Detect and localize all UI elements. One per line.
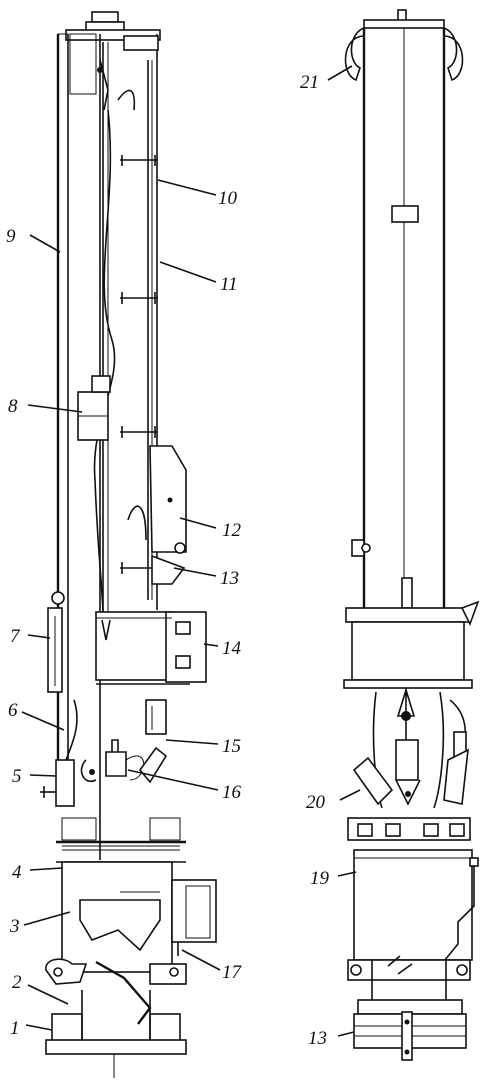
leader-lines <box>21 65 361 1037</box>
callout-4: 4 <box>12 862 22 883</box>
left-flange-4 <box>56 817 186 863</box>
callout-16: 16 <box>222 782 242 803</box>
left-rods <box>93 42 153 641</box>
left-base <box>45 958 187 1078</box>
callout-20: 20 <box>306 792 326 813</box>
right-tube <box>351 28 446 612</box>
left-lower-body <box>61 861 217 973</box>
left-side-7 <box>47 591 65 693</box>
callout-17: 17 <box>222 962 243 983</box>
callout-13-right: 13 <box>308 1028 327 1049</box>
callout-labels: 1 2 3 4 5 6 7 8 9 10 11 12 13 14 15 16 1… <box>6 72 330 1049</box>
callout-5: 5 <box>12 766 22 787</box>
left-housing-12 <box>149 445 187 585</box>
right-body <box>353 849 479 967</box>
left-clamp-block <box>77 375 111 441</box>
left-item-5-6 <box>40 699 78 807</box>
callout-12: 12 <box>222 520 242 541</box>
right-flange <box>347 817 471 841</box>
callout-19: 19 <box>310 868 330 889</box>
right-mechanism <box>352 687 469 809</box>
callout-9: 9 <box>6 226 16 247</box>
left-box-14 <box>95 611 207 685</box>
left-fittings <box>80 699 168 784</box>
right-view <box>343 9 480 1061</box>
callout-10: 10 <box>218 188 238 209</box>
callout-11: 11 <box>220 274 238 295</box>
callout-7: 7 <box>10 626 21 647</box>
callout-3: 3 <box>9 916 20 937</box>
left-bulges <box>117 89 147 541</box>
callout-13-left: 13 <box>220 568 239 589</box>
callout-2: 2 <box>12 972 22 993</box>
callout-1: 1 <box>10 1018 20 1039</box>
callout-8: 8 <box>8 396 18 417</box>
right-drum <box>343 600 480 689</box>
callout-14: 14 <box>222 638 242 659</box>
right-base <box>347 955 471 1061</box>
callout-21: 21 <box>300 72 319 93</box>
left-top-cap <box>65 11 161 41</box>
callout-15: 15 <box>222 736 241 757</box>
left-view <box>40 11 217 1078</box>
callout-6: 6 <box>8 700 18 721</box>
